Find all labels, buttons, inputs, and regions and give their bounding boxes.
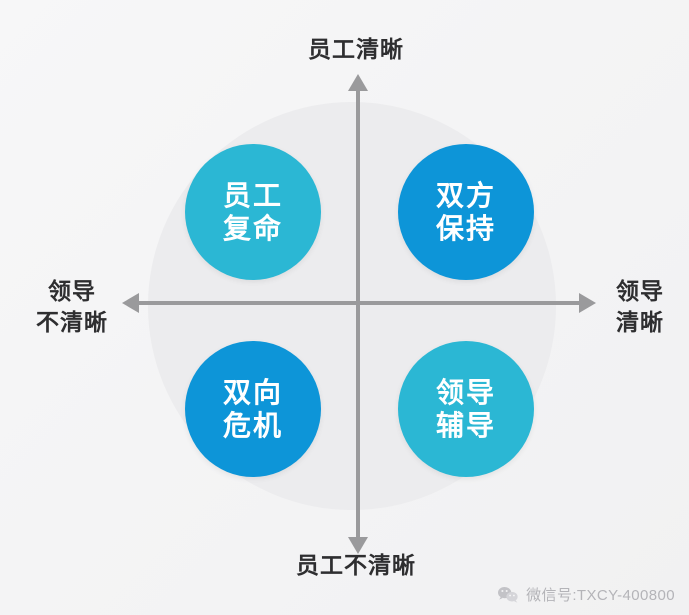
axis-label-left-line1: 领导 xyxy=(48,278,96,304)
watermark: 微信号:TXCY-400800 xyxy=(497,584,675,605)
arrow-down-icon xyxy=(348,537,368,554)
quadrant-bubble-top-right: 双方 保持 xyxy=(398,144,534,280)
quadrant-bottom-left-line2: 危机 xyxy=(222,410,283,441)
quadrant-bubble-bottom-right: 领导 辅导 xyxy=(398,341,534,477)
axis-label-left: 领导 不清晰 xyxy=(22,276,122,338)
quadrant-bottom-left-line1: 双向 xyxy=(222,376,283,408)
axis-label-right: 领导 清晰 xyxy=(592,276,688,338)
quadrant-top-left-line1: 员工 xyxy=(222,179,283,211)
axis-label-top: 员工清晰 xyxy=(308,36,404,62)
quadrant-bubble-top-left: 员工 复命 xyxy=(185,144,321,280)
quadrant-top-left-line2: 复命 xyxy=(222,213,283,244)
wechat-icon xyxy=(497,586,519,604)
axis-label-left-line2: 不清晰 xyxy=(36,309,108,336)
axis-label-right-line1: 领导 xyxy=(616,278,664,304)
vertical-axis-line xyxy=(356,88,360,540)
horizontal-axis-line xyxy=(136,301,582,305)
quadrant-bubble-bottom-left: 双向 危机 xyxy=(185,341,321,477)
arrow-up-icon xyxy=(348,74,368,91)
watermark-text: 微信号:TXCY-400800 xyxy=(526,587,675,604)
quadrant-top-right-line2: 保持 xyxy=(435,213,496,244)
arrow-left-icon xyxy=(122,293,139,313)
axis-label-right-line2: 清晰 xyxy=(616,309,664,336)
arrow-right-icon xyxy=(579,293,596,313)
axis-label-bottom: 员工不清晰 xyxy=(296,552,416,578)
quadrant-bottom-right-line1: 领导 xyxy=(435,376,496,408)
quadrant-bottom-right-line2: 辅导 xyxy=(435,410,496,441)
quadrant-top-right-line1: 双方 xyxy=(435,179,496,211)
